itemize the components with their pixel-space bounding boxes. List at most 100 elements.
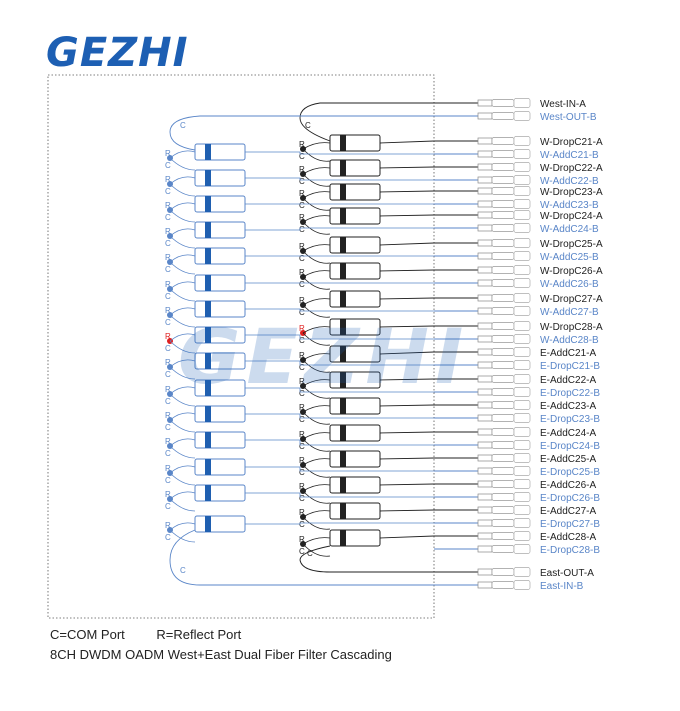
- cascade-wire-left: [169, 209, 196, 223]
- letter-com-right: C: [299, 494, 305, 503]
- letter-reflect-right: R: [299, 189, 305, 198]
- connector-head: [513, 479, 531, 489]
- port-label: E-DropC28-B: [540, 545, 600, 556]
- connector-head: [513, 334, 531, 344]
- filter-body-left: [194, 352, 246, 370]
- letter-reflect-right: R: [299, 351, 305, 360]
- connector-boot: [477, 361, 493, 369]
- cascade-wire-right: [302, 215, 331, 223]
- west-out-loop: [169, 115, 434, 151]
- connector-body: [491, 568, 515, 576]
- port-label: E-DropC24-B: [540, 441, 600, 452]
- cascade-wire-right: [302, 326, 331, 334]
- letter-reflect-right: R: [299, 456, 305, 465]
- letter-com-right: C: [299, 177, 305, 186]
- connector-boot: [477, 307, 493, 315]
- filter-body-left: [194, 247, 246, 265]
- connector-body: [491, 150, 515, 158]
- cascade-wire-left: [169, 307, 196, 316]
- filter-body-left: [194, 195, 246, 213]
- connector-head: [513, 440, 531, 450]
- filter-port-wire: [379, 483, 435, 486]
- connector-body: [491, 252, 515, 260]
- port-label: W-AddC23-B: [540, 200, 599, 211]
- filter-body-right: [329, 183, 381, 201]
- connector-head: [513, 210, 531, 220]
- filter-body-left: [194, 484, 246, 502]
- cascade-wire-right: [302, 250, 331, 264]
- connector-boot: [477, 99, 493, 107]
- filter-port-wire-left: [245, 439, 434, 446]
- cascade-wire-right: [302, 510, 331, 518]
- cascade-wire-right: [302, 432, 331, 440]
- connector-boot: [477, 519, 493, 527]
- cascade-wire-left: [169, 235, 196, 249]
- connector-boot: [477, 388, 493, 396]
- cascade-wire-right: [302, 353, 331, 361]
- filter-port-wire-left: [245, 413, 434, 419]
- connector-boot: [477, 294, 493, 302]
- cascade-wire-right: [302, 197, 331, 211]
- connector-head: [513, 321, 531, 331]
- connector-boot: [477, 322, 493, 330]
- filter-body-left: [194, 300, 246, 318]
- letter-com-left: C: [165, 502, 171, 511]
- connector-body: [491, 137, 515, 145]
- filter-body-right: [329, 476, 381, 494]
- port-label: West-OUT-B: [540, 112, 597, 123]
- connector-body: [491, 414, 515, 422]
- filter-element-right: [340, 398, 346, 414]
- connector-body: [491, 99, 515, 107]
- port-label: East-IN-B: [540, 581, 584, 592]
- letter-reflect-left: R: [165, 385, 171, 394]
- connector-boot: [477, 428, 493, 436]
- connector-head: [513, 251, 531, 261]
- filter-body-right: [329, 345, 381, 363]
- filter-body-left: [194, 405, 246, 423]
- letter-reflect-right: R: [299, 213, 305, 222]
- connector-head: [513, 544, 531, 554]
- cascade-wire-left: [169, 393, 196, 407]
- cascade-wire-right: [302, 379, 331, 387]
- letter-reflect-left: R: [165, 411, 171, 420]
- filter-element-right: [340, 291, 346, 307]
- connector-head: [513, 360, 531, 370]
- filter-body-left: [194, 431, 246, 449]
- connector-boot: [477, 454, 493, 462]
- port-label: W-DropC25-A: [540, 239, 603, 250]
- cascade-wire-left: [169, 419, 196, 433]
- connector-head: [513, 149, 531, 159]
- letter-com-left: C: [165, 239, 171, 248]
- letter-com-right: C: [299, 336, 305, 345]
- port-label: W-DropC26-A: [540, 266, 603, 277]
- connector-head: [513, 413, 531, 423]
- filter-port-wire-left: [245, 334, 434, 340]
- filter-element-right: [340, 184, 346, 200]
- connector-boot: [477, 266, 493, 274]
- cascade-wire-left: [169, 412, 196, 421]
- port-label: W-DropC22-A: [540, 163, 603, 174]
- gezhi-logo: GEZHI: [46, 30, 189, 76]
- connector-body: [491, 239, 515, 247]
- cascade-wire-right: [302, 464, 331, 478]
- letter-com-left: C: [165, 370, 171, 379]
- letter-reflect-left: R: [165, 358, 171, 367]
- letter-com-left: C: [165, 187, 171, 196]
- cascade-wire-left: [169, 340, 196, 354]
- filter-body-right: [329, 424, 381, 442]
- connector-boot: [477, 211, 493, 219]
- filter-element-right: [340, 451, 346, 467]
- connector-body: [491, 294, 515, 302]
- cascade-wire-right: [302, 405, 331, 413]
- cascade-wire-right: [302, 191, 331, 199]
- letter-reflect-right: R: [299, 165, 305, 174]
- port-label: W-AddC28-B: [540, 335, 599, 346]
- cascade-wire-right: [302, 359, 331, 373]
- connector-body: [491, 428, 515, 436]
- letter-com-right: C: [299, 308, 305, 317]
- letter-com-left: C: [165, 397, 171, 406]
- connector-head: [513, 265, 531, 275]
- port-label: W-DropC28-A: [540, 322, 603, 333]
- legend-com: C=COM Port: [50, 627, 125, 642]
- filter-body-left: [194, 515, 246, 533]
